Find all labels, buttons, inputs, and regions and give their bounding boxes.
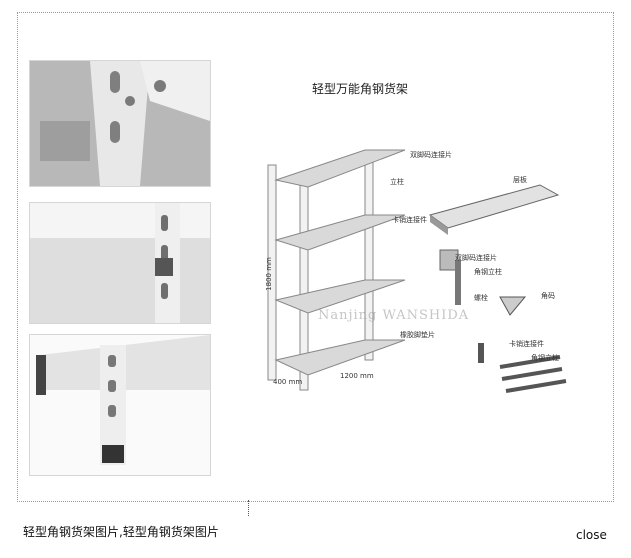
caption-text: 轻型角钢货架图片,轻型角钢货架图片: [23, 525, 219, 539]
close-button[interactable]: close: [576, 528, 607, 542]
label-double-connector-2: 双脚码连接片: [455, 254, 497, 262]
label-bolt: 螺栓: [474, 294, 488, 302]
label-rubber-foot: 橡胶脚垫片: [400, 331, 435, 339]
label-width-dim: 1200 mm: [340, 372, 374, 380]
photo-clip-detail: [29, 202, 211, 324]
photo-foot-detail: [29, 334, 211, 476]
label-height-dim: 1800 mm: [264, 257, 273, 291]
label-angle-upright: 角钢立柱: [474, 268, 502, 276]
label-clip-connector: 卡销连接件: [392, 216, 427, 224]
label-shelf-panel: 层板: [513, 176, 527, 184]
photo-upright-closeup-art: [30, 61, 210, 186]
label-double-connector: 双脚码连接片: [410, 151, 452, 159]
label-corner-code: 角码: [541, 292, 555, 300]
photo-clip-detail-art: [30, 203, 210, 323]
divider-mark: [248, 500, 249, 516]
diagram-title: 轻型万能角钢货架: [311, 82, 408, 96]
photo-foot-detail-art: [30, 335, 210, 475]
label-depth-dim: 400 mm: [273, 378, 303, 386]
watermark: Nanjing WANSHIDA: [318, 308, 470, 323]
label-angle-upright-2: 角钢立柱: [531, 354, 559, 362]
label-upright: 立柱: [390, 178, 404, 186]
photo-upright-closeup: [29, 60, 211, 187]
shelf-diagram: [267, 149, 567, 393]
label-clip-connector-2: 卡销连接件: [509, 340, 544, 348]
